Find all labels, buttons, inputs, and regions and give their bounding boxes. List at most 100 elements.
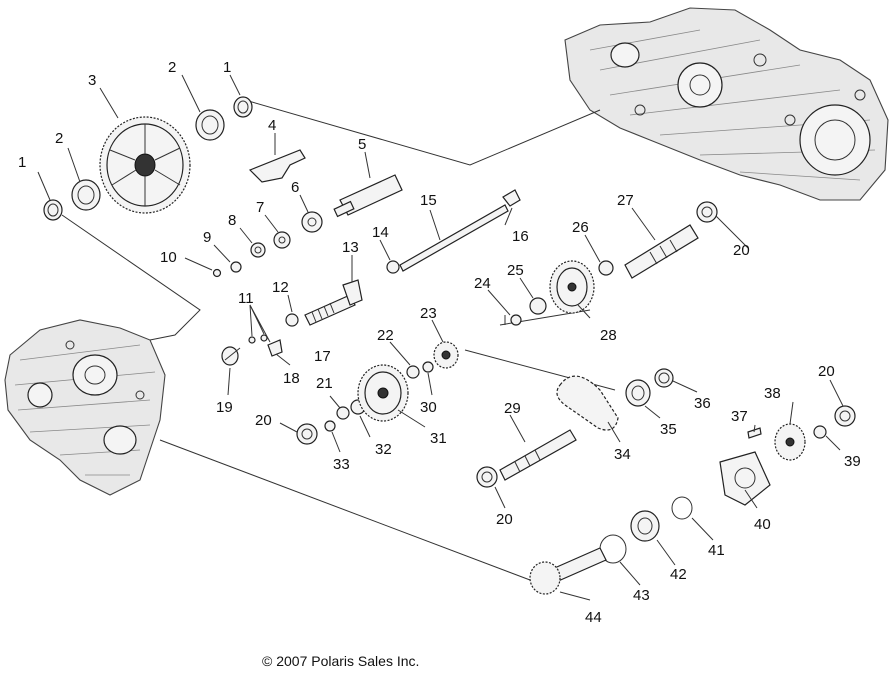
- callout-4: 4: [268, 117, 276, 134]
- bearing-part-14: [386, 260, 400, 274]
- callout-29: 29: [504, 400, 521, 417]
- callout-8: 8: [228, 212, 236, 229]
- callout-25: 25: [507, 262, 524, 279]
- callout-34: 34: [614, 446, 631, 463]
- callout-43: 43: [633, 587, 650, 604]
- callout-30: 30: [420, 399, 437, 416]
- bearing-part-2a: [71, 179, 101, 211]
- callout-15: 15: [420, 192, 437, 209]
- callout-44: 44: [585, 609, 602, 626]
- leader-lines: [37, 74, 844, 601]
- callout-1b: 1: [223, 59, 231, 76]
- lever-part-18: [267, 339, 283, 357]
- shaft-part-29: [499, 429, 577, 481]
- callout-20b: 20: [733, 242, 750, 259]
- callout-20a: 20: [255, 412, 272, 429]
- gear-part-38: [774, 423, 806, 461]
- bearing-part-20-upper: [696, 201, 718, 223]
- callout-labels: 1 1 2 2 3 4 5 6 7 8 9 10 11 12 13 14 15 …: [18, 59, 861, 626]
- callout-38: 38: [764, 385, 781, 402]
- callout-10: 10: [160, 249, 177, 266]
- bearing-part-20-lower: [476, 466, 498, 488]
- callout-6: 6: [291, 179, 299, 196]
- transmission-case-lower: [4, 319, 166, 496]
- copyright-notice: © 2007 Polaris Sales Inc.: [262, 653, 419, 668]
- bearing-part-42: [630, 510, 660, 542]
- shift-fork-part-4: [248, 149, 306, 183]
- callout-28: 28: [600, 327, 617, 344]
- callout-21: 21: [316, 375, 333, 392]
- ring-part-9: [230, 261, 242, 273]
- callout-33: 33: [333, 456, 350, 473]
- bearing-part-20-right: [834, 405, 856, 427]
- seal-part-36: [654, 368, 674, 388]
- callout-16: 16: [512, 228, 529, 245]
- callout-32: 32: [375, 441, 392, 458]
- washer-part-22: [406, 365, 420, 379]
- callout-35: 35: [660, 421, 677, 438]
- callout-12: 12: [272, 279, 289, 296]
- callout-40: 40: [754, 516, 771, 533]
- washer-part-21: [336, 406, 350, 420]
- washer-part-24: [510, 314, 522, 326]
- spring-assembly-part-13: [304, 279, 363, 326]
- bearing-part-26: [598, 260, 614, 276]
- seal-part-1b: [233, 96, 253, 118]
- washer-part-25: [529, 297, 547, 315]
- callout-31: 31: [430, 430, 447, 447]
- callout-5: 5: [358, 136, 366, 153]
- ring-gear-part-3: [99, 116, 191, 214]
- callout-26: 26: [572, 219, 589, 236]
- cover-part-6: [301, 211, 323, 233]
- callout-19: 19: [216, 399, 233, 416]
- callout-27: 27: [617, 192, 634, 209]
- ring-part-33: [324, 420, 336, 432]
- callout-20d: 20: [496, 511, 513, 528]
- detent-part-11: [248, 334, 268, 344]
- shaft-part-15: [399, 204, 509, 272]
- gear-part-31: [357, 364, 409, 422]
- o-ring-part-41: [671, 496, 693, 520]
- callout-17: 17: [314, 348, 331, 365]
- reference-lines: [61, 99, 616, 581]
- callout-13: 13: [342, 239, 359, 256]
- shift-drum-part-5: [333, 174, 403, 218]
- callout-42: 42: [670, 566, 687, 583]
- gear-part-28: [549, 260, 595, 314]
- transmission-case-upper: [564, 7, 889, 201]
- ring-part-39: [813, 425, 827, 439]
- pinion-shaft-part-44: [529, 547, 607, 595]
- chain-part-34: [556, 375, 619, 431]
- callout-7: 7: [256, 199, 264, 216]
- callout-24: 24: [474, 275, 491, 292]
- callout-2a: 2: [55, 130, 63, 147]
- callout-14: 14: [372, 224, 389, 241]
- bearing-part-20-left: [296, 423, 318, 445]
- callout-37: 37: [731, 408, 748, 425]
- callout-2b: 2: [168, 59, 176, 76]
- callout-36: 36: [694, 395, 711, 412]
- callout-22: 22: [377, 327, 394, 344]
- bearing-part-35: [625, 379, 651, 407]
- pin-part-10: [212, 268, 222, 278]
- callout-9: 9: [203, 229, 211, 246]
- callout-11: 11: [238, 290, 254, 307]
- callout-39: 39: [844, 453, 861, 470]
- sprocket-part-23: [433, 341, 459, 369]
- bearing-plate-part-40: [719, 451, 771, 506]
- bolt-part-37: [747, 427, 762, 439]
- washer-part-12: [285, 313, 299, 327]
- callout-41: 41: [708, 542, 725, 559]
- clip-part-16: [502, 189, 521, 207]
- callout-20c: 20: [818, 363, 835, 380]
- callout-23: 23: [420, 305, 437, 322]
- washer-part-30: [422, 361, 434, 373]
- washer-part-8: [250, 242, 266, 258]
- callout-1a: 1: [18, 154, 26, 171]
- callout-18: 18: [283, 370, 300, 387]
- bearing-part-2b: [195, 109, 225, 141]
- callout-3: 3: [88, 72, 96, 89]
- spring-part-19: [221, 346, 241, 366]
- seal-part-1a: [43, 199, 63, 221]
